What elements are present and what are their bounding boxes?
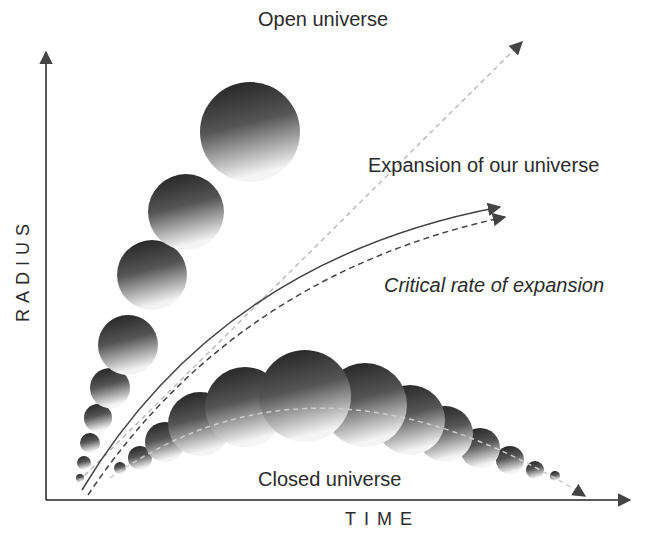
universe-sphere [80, 433, 100, 453]
open-label: Open universe [258, 8, 388, 30]
universe-sphere [84, 404, 112, 432]
critical-label: Critical rate of expansion [384, 274, 604, 296]
our-universe-curve [82, 207, 500, 490]
universe-sphere [259, 350, 351, 442]
open-spheres [76, 82, 300, 482]
closed-curve [110, 408, 585, 496]
closed-label: Closed universe [258, 468, 401, 490]
x-axis [46, 499, 630, 501]
closed-spheres [114, 350, 560, 481]
open-curve [78, 42, 522, 482]
universe-sphere [98, 315, 158, 375]
universe-sphere [77, 456, 91, 470]
our-universe-label: Expansion of our universe [368, 154, 599, 176]
axis-label: TIME [345, 510, 420, 530]
universe-sphere [117, 240, 187, 310]
universe-sphere [200, 82, 300, 182]
y-axis [45, 52, 47, 500]
universe-sphere [148, 174, 224, 250]
axis-label: RADIUS [14, 218, 34, 322]
universe-sphere [114, 462, 126, 474]
